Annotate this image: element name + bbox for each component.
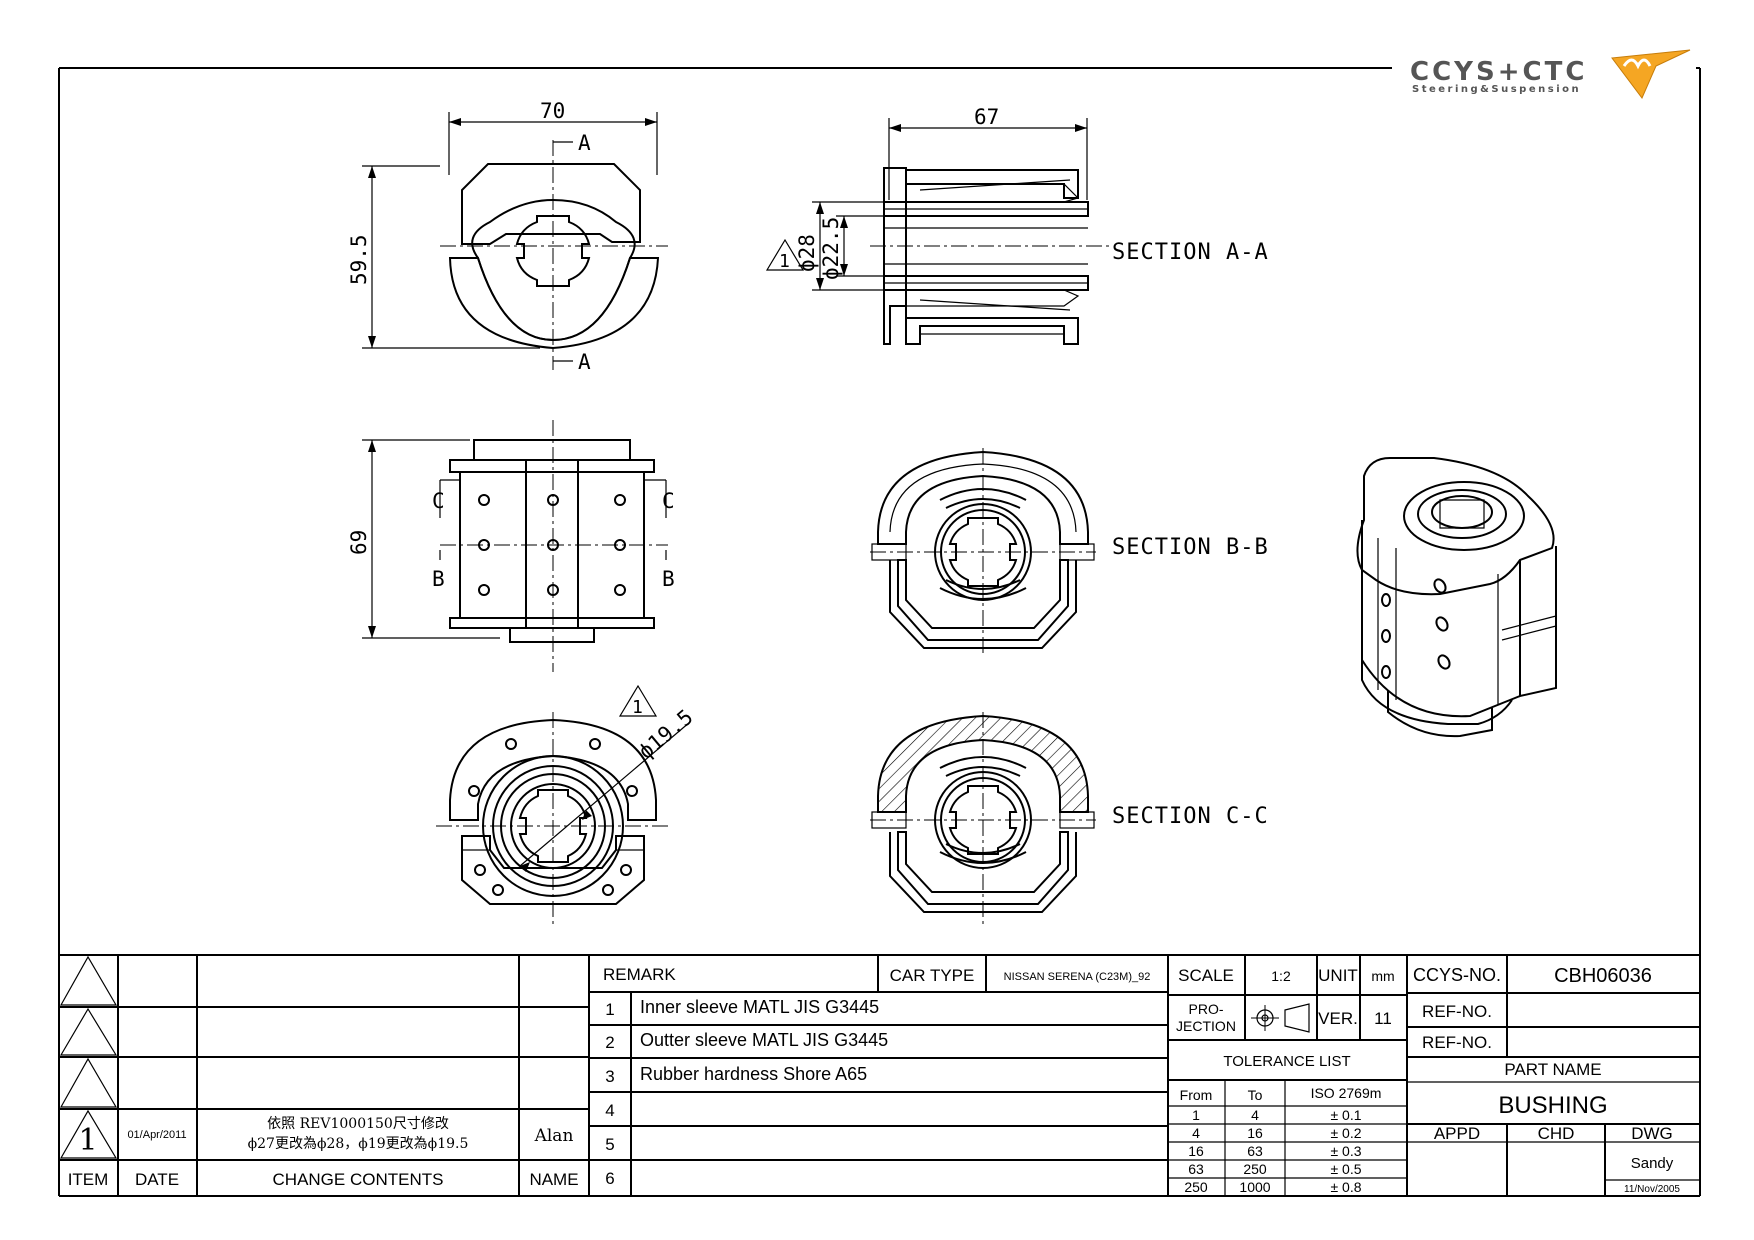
remark-no-3: 3 — [605, 1067, 614, 1086]
unit-value: mm — [1371, 968, 1394, 984]
tolerance-rows: 1 4 ± 0.1 4 16 ± 0.2 16 63 ± 0.3 63 250 … — [1184, 1107, 1361, 1195]
side-view: 69 C C B — [347, 420, 675, 672]
remark-no-5: 5 — [605, 1135, 614, 1154]
tolerance-to: 1000 — [1239, 1179, 1270, 1195]
projection-label-2: JECTION — [1176, 1018, 1236, 1034]
revision-mark-aa: 1 — [779, 251, 790, 272]
remark-text-1: Inner sleeve MATL JIS G3445 — [640, 997, 879, 1017]
section-a-mark-bottom: A — [578, 350, 591, 374]
remark-text-3: Rubber hardness Shore A65 — [640, 1064, 867, 1084]
remark-header: REMARK — [603, 965, 676, 984]
ccys-no-label: CCYS-NO. — [1413, 965, 1501, 985]
front-height-dim: 59.5 — [347, 234, 371, 285]
remark-text-2: Outter sleeve MATL JIS G3445 — [640, 1030, 888, 1050]
revision-triangle-icon — [59, 1007, 118, 1056]
chd-label: CHD — [1538, 1124, 1575, 1143]
revision-triangle-icon — [618, 684, 658, 717]
section-bb-view: SECTION B-B — [870, 448, 1269, 656]
tolerance-from: 1 — [1192, 1107, 1200, 1123]
tolerance-to: 16 — [1247, 1125, 1263, 1141]
revision-item-1: 1 — [78, 1123, 97, 1158]
section-c-mark-left: C — [432, 489, 445, 513]
section-aa-width-dim: 67 — [974, 105, 999, 129]
isometric-view — [1356, 457, 1557, 738]
scale-value: 1:2 — [1271, 968, 1291, 984]
tolerance-value: ± 0.1 — [1330, 1107, 1361, 1123]
outer-diameter-dim: ϕ28 — [795, 234, 819, 272]
item-header: ITEM — [68, 1170, 109, 1189]
tolerance-from-header: From — [1180, 1087, 1213, 1103]
remark-no-2: 2 — [605, 1033, 614, 1052]
appd-label: APPD — [1434, 1124, 1480, 1143]
ver-value: 11 — [1374, 1009, 1392, 1028]
drawing-border — [58, 67, 1701, 1197]
car-type-value: NISSAN SERENA (C23M)_92 — [1004, 971, 1151, 983]
section-bb-label: SECTION B-B — [1112, 535, 1269, 560]
scale-label: SCALE — [1178, 966, 1234, 985]
tolerance-iso-header: ISO 2769m — [1311, 1085, 1382, 1101]
tolerance-title: TOLERANCE LIST — [1223, 1053, 1350, 1070]
tolerance-to: 4 — [1251, 1107, 1259, 1123]
section-cc-label: SECTION C-C — [1112, 804, 1269, 829]
end-view: ϕ19.5 1 — [436, 684, 698, 928]
tolerance-from: 16 — [1188, 1143, 1204, 1159]
company-logo: CCYS+CTC Steering&Suspension — [1410, 49, 1691, 99]
name-header: NAME — [529, 1170, 578, 1189]
date-header: DATE — [135, 1170, 179, 1189]
tolerance-from: 250 — [1184, 1179, 1208, 1195]
revision-change-line-1: 依照 REV1000150尺寸修改 — [267, 1116, 449, 1132]
front-view: 70 59.5 A A — [347, 99, 668, 374]
ccys-no-value: CBH06036 — [1554, 965, 1652, 987]
ver-label: VER. — [1318, 1009, 1358, 1028]
tolerance-from: 4 — [1192, 1125, 1200, 1141]
remark-no-1: 1 — [605, 1000, 614, 1019]
section-b-mark-left: B — [432, 567, 445, 591]
front-width-dim: 70 — [540, 99, 565, 123]
drawn-date: 11/Nov/2005 — [1624, 1184, 1680, 1195]
side-height-dim: 69 — [347, 530, 371, 555]
revision-triangle-icon — [765, 238, 805, 271]
revision-triangle-icon — [59, 1109, 118, 1159]
unit-label: UNIT — [1318, 966, 1358, 985]
drawn-by: Sandy — [1631, 1155, 1674, 1172]
logo-tagline-text: Steering&Suspension — [1412, 84, 1581, 95]
revision-triangle-icon — [59, 955, 118, 1006]
ref-no-label-2: REF-NO. — [1422, 1033, 1492, 1052]
section-a-mark-top: A — [578, 131, 591, 155]
car-type-label: CAR TYPE — [890, 966, 975, 985]
part-name-value: BUSHING — [1498, 1092, 1607, 1119]
remark-no-4: 4 — [605, 1101, 614, 1120]
end-diameter-dim: ϕ19.5 — [634, 705, 698, 764]
revision-name-1: Alan — [534, 1126, 574, 1146]
title-block: 1 01/Apr/2011 依照 REV1000150尺寸修改 ϕ27更改為ϕ2… — [59, 954, 1700, 1196]
change-contents-header: CHANGE CONTENTS — [273, 1170, 444, 1189]
revision-mark-end: 1 — [632, 697, 643, 718]
section-aa-view: 67 ϕ28 ϕ22.5 — [765, 105, 1269, 345]
tolerance-to: 63 — [1247, 1143, 1263, 1159]
dwg-label: DWG — [1631, 1124, 1673, 1143]
inner-diameter-dim: ϕ22.5 — [819, 217, 843, 280]
section-c-mark-right: C — [662, 489, 675, 513]
section-b-mark-right: B — [662, 567, 675, 591]
revision-change-line-2: ϕ27更改為ϕ28，ϕ19更改為ϕ19.5 — [248, 1136, 469, 1152]
revision-date-1: 01/Apr/2011 — [127, 1129, 186, 1141]
first-angle-projection-icon — [1251, 1003, 1310, 1033]
ref-no-label-1: REF-NO. — [1422, 1002, 1492, 1021]
section-cc-view: SECTION C-C — [870, 712, 1269, 928]
tolerance-value: ± 0.3 — [1330, 1143, 1361, 1159]
revision-triangle-icon — [59, 1057, 118, 1108]
part-name-label: PART NAME — [1504, 1060, 1601, 1079]
projection-label-1: PRO- — [1189, 1001, 1224, 1017]
section-aa-label: SECTION A-A — [1112, 240, 1269, 265]
tolerance-value: ± 0.8 — [1330, 1179, 1361, 1195]
tolerance-value: ± 0.5 — [1330, 1161, 1361, 1177]
logo-brand-text: CCYS+CTC — [1410, 57, 1587, 87]
tolerance-to: 250 — [1243, 1161, 1267, 1177]
tolerance-from: 63 — [1188, 1161, 1204, 1177]
remark-no-6: 6 — [605, 1169, 614, 1188]
tolerance-value: ± 0.2 — [1330, 1125, 1361, 1141]
tolerance-to-header: To — [1248, 1087, 1263, 1103]
